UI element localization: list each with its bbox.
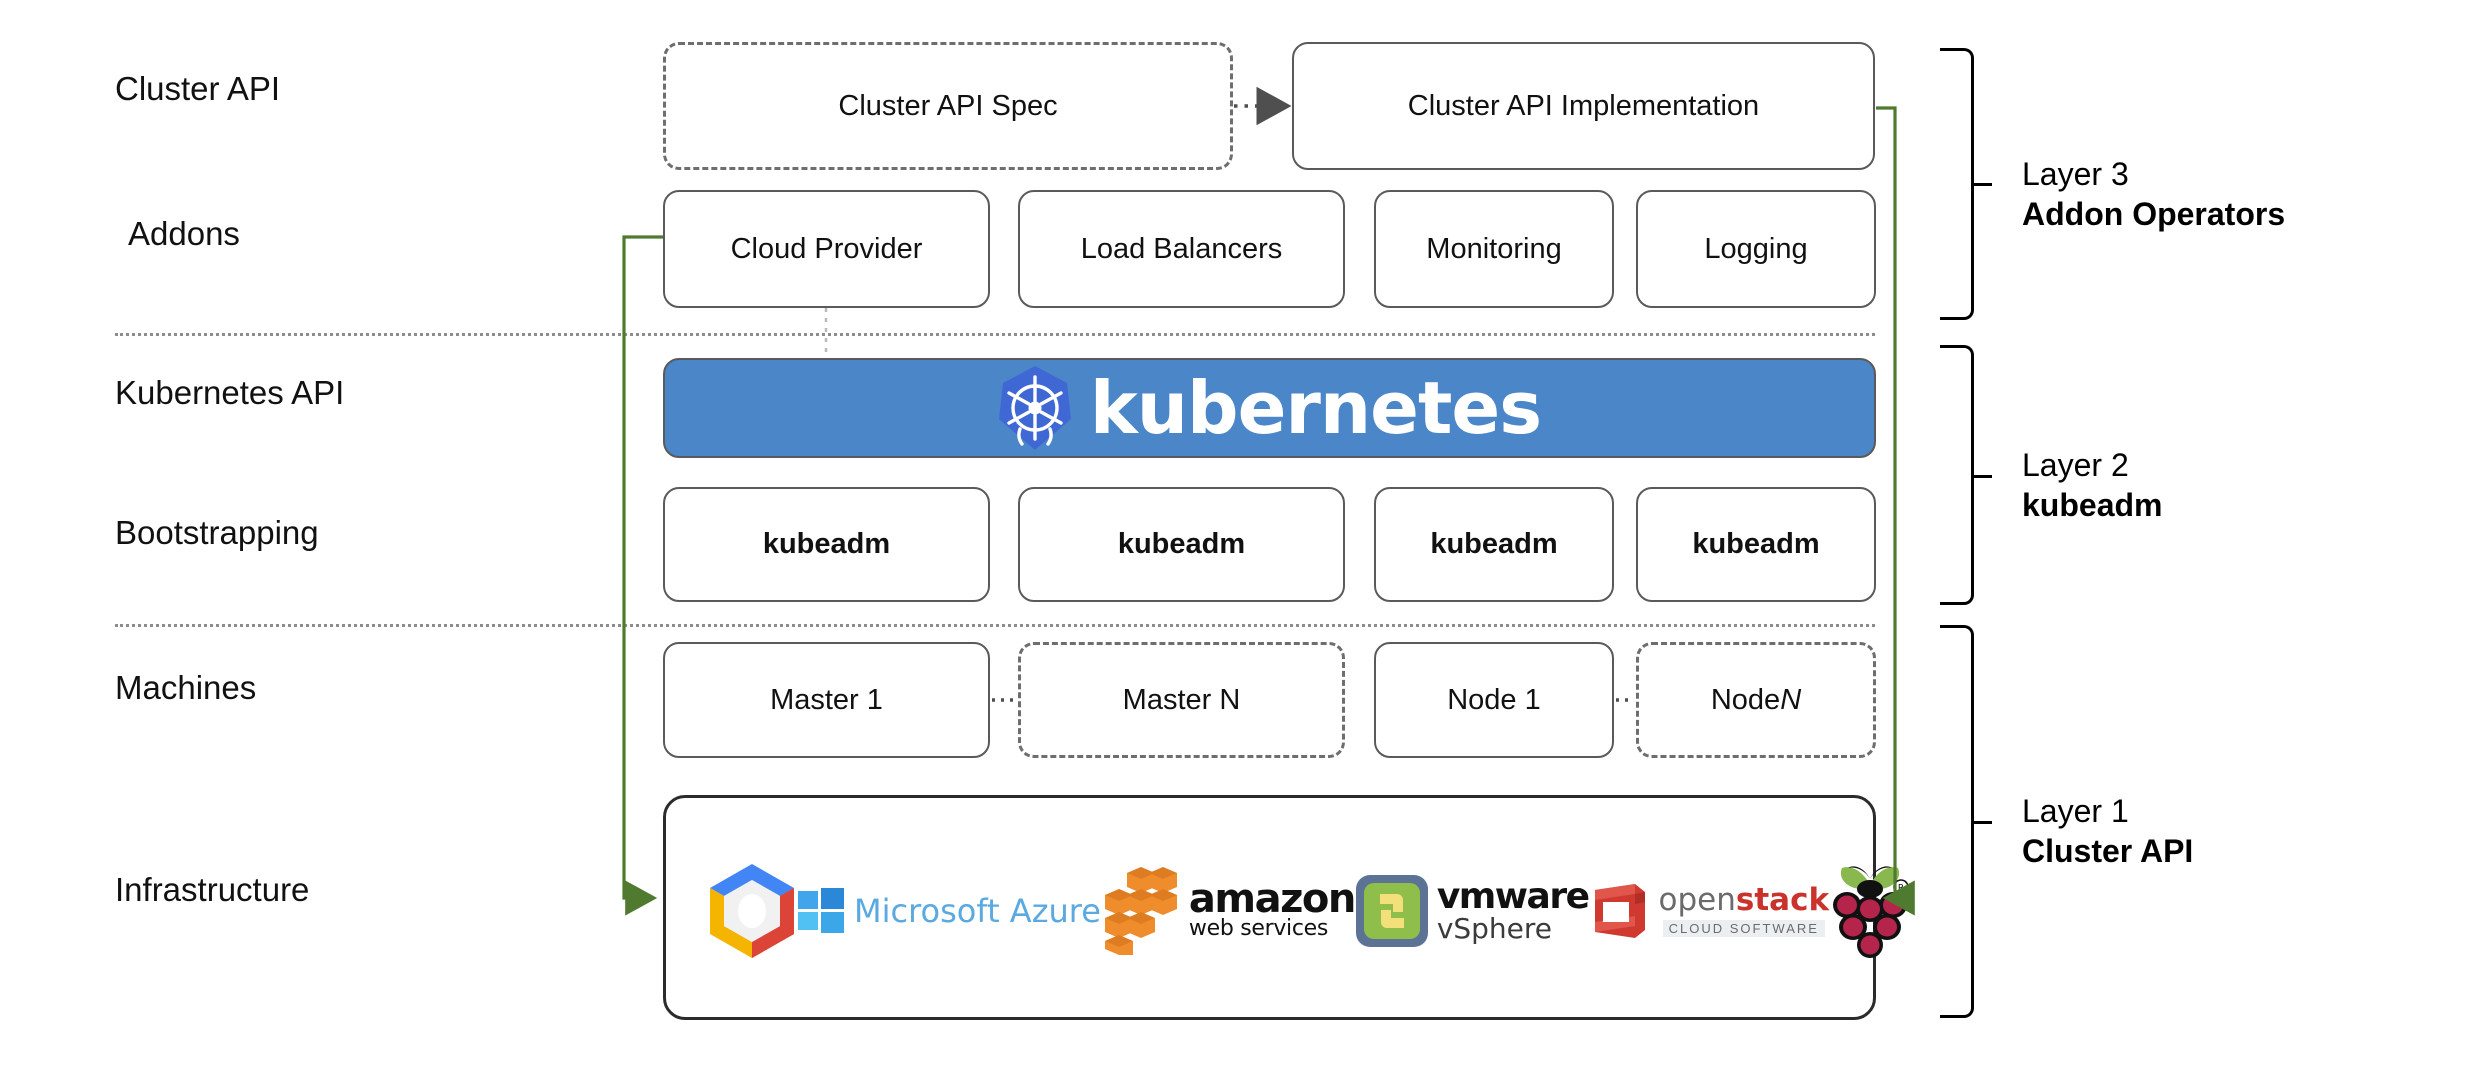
box-infrastructure[interactable]: Microsoft Azure	[663, 795, 1909, 1023]
brace-layer-3	[1940, 48, 1974, 320]
microsoft-azure-label: Microsoft Azure	[854, 891, 1101, 930]
box-machine-master-1[interactable]: Master 1	[663, 642, 990, 758]
separator-layer2-layer1	[115, 624, 1875, 627]
box-machine-node-1[interactable]: Node 1	[1374, 642, 1614, 758]
box-machine-node-n-label: Node	[1710, 683, 1781, 716]
vmware-vsphere-logo: vmware vSphere	[1355, 874, 1590, 948]
box-addon-load-balancers[interactable]: Load Balancers	[1018, 190, 1345, 308]
box-machine-node-n[interactable]: Node N	[1636, 642, 1876, 758]
amazon-web-services-wordmark: amazon web services	[1188, 876, 1356, 941]
raspberry-pi-icon: R	[1829, 859, 1911, 963]
google-cloud-platform-icon	[706, 861, 798, 961]
openstack-wordmark: openstack CLOUD SOFTWARE	[1658, 881, 1830, 937]
microsoft-azure-logo: Microsoft Azure	[798, 887, 1101, 934]
row-label-cluster-api: Cluster API	[115, 70, 281, 107]
separator-layer3-layer2	[115, 333, 1875, 336]
layer-label-1: Layer 1 Cluster API	[2022, 792, 2193, 871]
row-label-machines: Machines	[115, 669, 257, 706]
svg-text:R: R	[1898, 883, 1904, 893]
layer-2-number: Layer 2	[2022, 447, 2129, 483]
brace-layer-2	[1940, 345, 1974, 605]
vmware-vsphere-wordmark: vmware vSphere	[1436, 875, 1590, 945]
amazon-label: amazon	[1188, 876, 1356, 923]
row-label-bootstrapping: Bootstrapping	[115, 514, 319, 551]
brace-tick-layer-3	[1974, 183, 1992, 186]
box-addon-logging[interactable]: Logging	[1636, 190, 1876, 308]
brace-tick-layer-2	[1974, 475, 1992, 478]
brace-tick-layer-1	[1974, 821, 1992, 824]
openstack-name: openstack	[1658, 881, 1830, 918]
box-kubeadm-2[interactable]: kubeadm	[1018, 487, 1345, 602]
row-label-addons: Addons	[128, 215, 240, 252]
box-machine-master-n[interactable]: Master N	[1018, 642, 1345, 758]
vmware-label: vmware	[1436, 875, 1590, 917]
openstack-logo: openstack CLOUD SOFTWARE	[1589, 880, 1830, 942]
openstack-name-open: open	[1658, 881, 1736, 918]
layer-label-3: Layer 3 Addon Operators	[2022, 155, 2285, 234]
brace-layer-1	[1940, 625, 1974, 1018]
wire-cloud-provider-to-infrastructure	[622, 235, 663, 916]
web-services-label: web services	[1188, 915, 1329, 941]
openstack-tagline: CLOUD SOFTWARE	[1662, 919, 1825, 937]
layer-label-2: Layer 2 kubeadm	[2022, 446, 2162, 525]
layer-1-name: Cluster API	[2022, 832, 2194, 869]
box-machine-node-n-suffix: N	[1780, 683, 1802, 716]
layer-3-number: Layer 3	[2022, 156, 2129, 192]
box-cluster-api-implementation[interactable]: Cluster API Implementation	[1292, 42, 1875, 170]
openstack-name-stack: stack	[1735, 881, 1830, 918]
kubernetes-helm-icon	[998, 365, 1072, 451]
infrastructure-provider-logos: Microsoft Azure	[666, 798, 1909, 1023]
layer-2-name: kubeadm	[2022, 486, 2163, 523]
box-kubeadm-4[interactable]: kubeadm	[1636, 487, 1876, 602]
row-label-kubernetes-api: Kubernetes API	[115, 374, 345, 411]
kubernetes-wordmark: kubernetes	[1089, 366, 1542, 450]
vsphere-label: vSphere	[1436, 911, 1553, 945]
box-addon-monitoring[interactable]: Monitoring	[1374, 190, 1614, 308]
row-label-infrastructure: Infrastructure	[115, 871, 310, 908]
layer-3-name: Addon Operators	[2022, 195, 2286, 232]
box-addon-cloud-provider[interactable]: Cloud Provider	[663, 190, 990, 308]
wire-implementation-to-infrastructure	[1876, 106, 1915, 916]
box-kubeadm-1[interactable]: kubeadm	[663, 487, 990, 602]
amazon-web-services-logo: amazon web services	[1101, 865, 1356, 957]
box-kubeadm-3[interactable]: kubeadm	[1374, 487, 1614, 602]
box-cluster-api-spec[interactable]: Cluster API Spec	[663, 42, 1233, 170]
layer-1-number: Layer 1	[2022, 793, 2129, 829]
kubernetes-banner[interactable]: kubernetes	[663, 358, 1876, 458]
